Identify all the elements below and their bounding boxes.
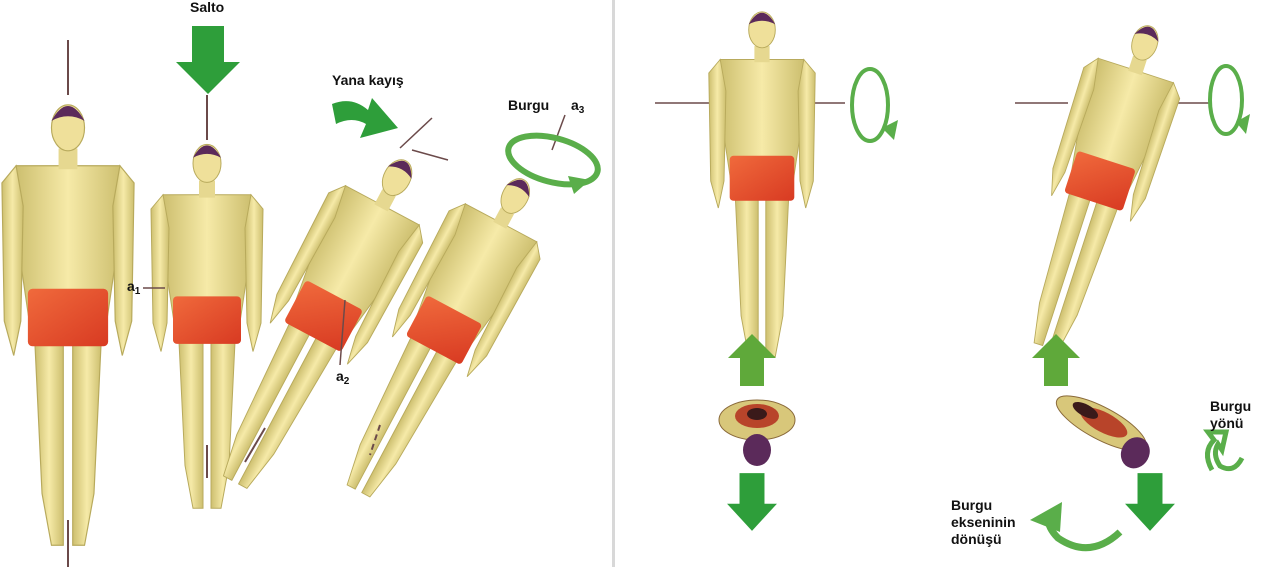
burgu-ekseni-line2: ekseninin (951, 514, 1016, 531)
right-curved-arrow-icon (332, 98, 398, 138)
yana-kayis-label: Yana kayış (332, 72, 404, 89)
rotation-arrow-icon (1207, 432, 1242, 470)
a1-label: a1 (127, 278, 140, 300)
diver-figure-6 (998, 11, 1210, 363)
diver-figure-5 (655, 12, 845, 357)
burgu-label: Burgu (508, 97, 549, 114)
rotation-arrow-icon (1210, 66, 1250, 134)
down-arrow-icon (727, 473, 777, 531)
a3-label: a3 (571, 97, 584, 119)
burgu-ekseni-line3: dönüşü (951, 531, 1016, 548)
burgu-ekseni-label: Burgu ekseninin dönüşü (951, 497, 1016, 548)
down-arrow-icon (1125, 473, 1175, 531)
rotation-arrow-icon (852, 69, 898, 141)
salto-label: Salto (190, 0, 224, 16)
top-view-diver-2 (1045, 386, 1160, 474)
rotation-arrow-icon (1030, 502, 1120, 548)
burgu-ekseni-line1: Burgu (951, 497, 1016, 514)
down-arrow-icon (176, 26, 240, 94)
top-view-diver-1 (719, 400, 795, 466)
a2-label: a2 (336, 368, 349, 390)
burgu-yonu-line1: Burgu (1210, 398, 1251, 415)
burgu-yonu-line2: yönü (1210, 415, 1251, 432)
diver-figure-1 (2, 40, 134, 567)
panel-divider (612, 0, 615, 567)
burgu-yonu-label: Burgu yönü (1210, 398, 1251, 432)
